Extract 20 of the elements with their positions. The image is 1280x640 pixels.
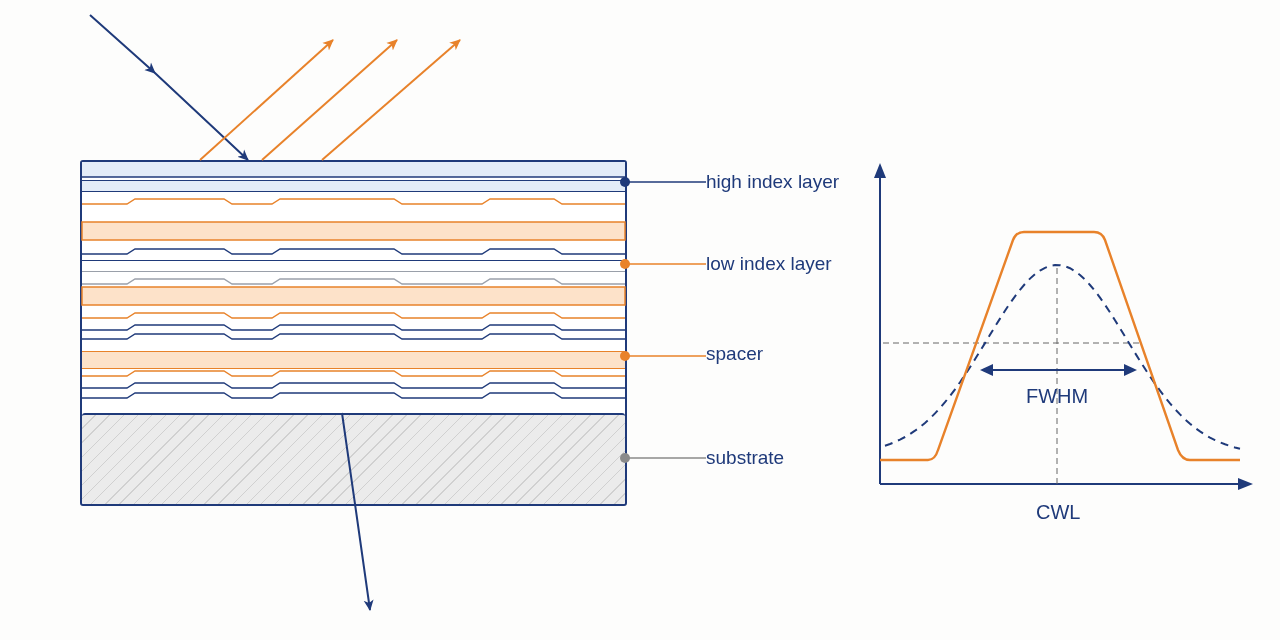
leader-line xyxy=(620,259,707,269)
filter-stack xyxy=(80,160,627,506)
light-ray xyxy=(261,39,398,161)
axis-label: CWL xyxy=(1036,500,1081,524)
low-index-layer xyxy=(82,260,625,272)
layer-label: low index layer xyxy=(706,252,832,276)
leader-line xyxy=(620,177,707,187)
high-index-layer xyxy=(82,180,625,192)
layer-label: spacer xyxy=(706,342,764,366)
spacer-layer xyxy=(82,351,625,369)
layer-label: substrate xyxy=(706,446,785,470)
light-ray xyxy=(89,14,249,161)
dimension-label: FWHM xyxy=(1026,384,1089,408)
layer-label: high index layer xyxy=(706,170,840,194)
light-ray xyxy=(341,412,374,611)
light-ray xyxy=(199,39,334,161)
leader-line xyxy=(620,453,707,463)
leader-line xyxy=(620,351,707,361)
substrate-layer xyxy=(82,413,625,504)
light-ray xyxy=(321,39,461,161)
